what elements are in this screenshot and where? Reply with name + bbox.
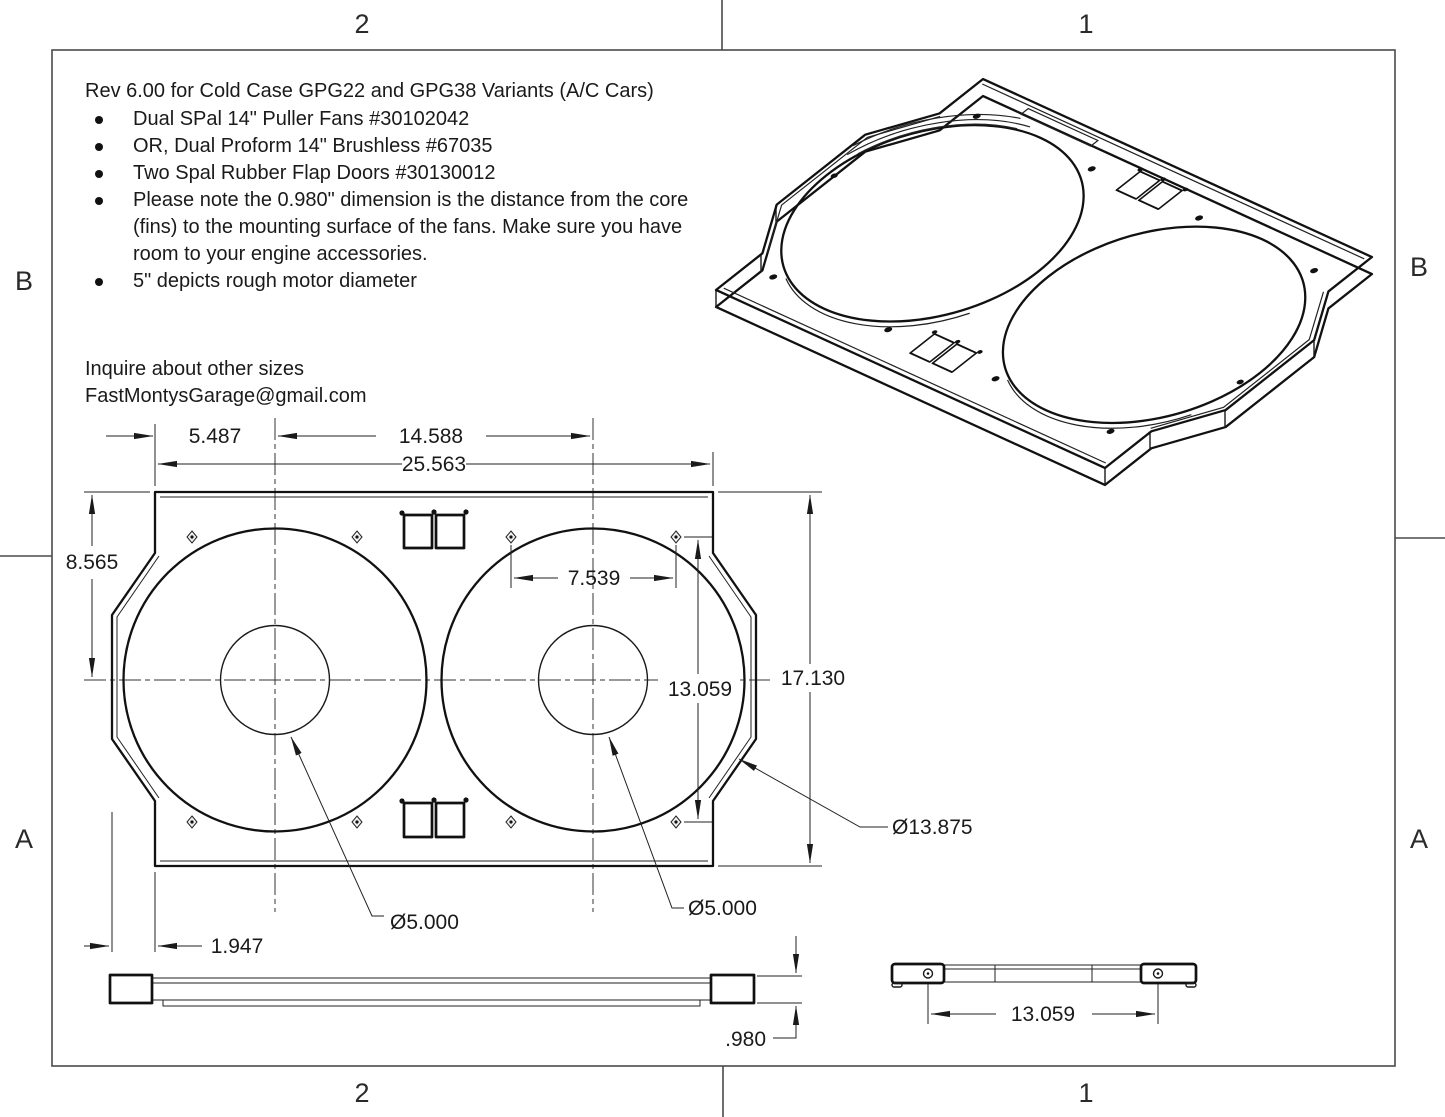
notes-bullet-list: Dual SPal 14" Puller Fans #30102042 OR, … [85, 106, 697, 295]
zone-label-top-2: 2 [354, 9, 369, 39]
bullet-text: Please note the 0.980" dimension is the … [133, 189, 689, 265]
bullet-icon [95, 278, 103, 286]
iso-mounting-holes [769, 113, 1319, 434]
zone-label-right-b: B [1410, 252, 1428, 282]
mounting-holes [186, 530, 682, 829]
dim-fan-opening-diameter: Ø13.875 [892, 816, 973, 839]
zone-label-top-1: 1 [1078, 9, 1093, 39]
dim-flange-depth: 1.947 [211, 935, 264, 958]
dim-hole-spacing-horizontal: 7.539 [568, 567, 621, 590]
bullet-icon [95, 197, 103, 205]
bottom-profile-view: 13.059 [890, 962, 1198, 1026]
zone-label-left-b: B [15, 266, 33, 296]
dim-shroud-thickness: .980 [725, 1028, 766, 1051]
contact-line: Inquire about other sizes [85, 358, 305, 380]
dim-overall-width: 25.563 [402, 453, 466, 476]
zone-label-left-a: A [15, 824, 33, 854]
contact-email: FastMontysGarage@gmail.com [85, 385, 367, 407]
zone-label-bottom-1: 1 [1078, 1078, 1093, 1108]
bullet-item: Two Spal Rubber Flap Doors #30130012 [85, 160, 697, 187]
contact-block: Inquire about other sizes FastMontysGara… [85, 356, 367, 410]
flap-door-openings [402, 513, 466, 839]
dim-top-to-center: 8.565 [66, 551, 119, 574]
fan-opening-right [440, 527, 746, 833]
dim-hole-spacing-vertical: 13.059 [668, 678, 732, 701]
bullet-item: Please note the 0.980" dimension is the … [85, 187, 697, 268]
dim-fan1-offset: 5.487 [189, 425, 242, 448]
bullet-icon [95, 143, 103, 151]
iso-thickness-edges [715, 205, 1315, 486]
bullet-icon [95, 116, 103, 124]
bullet-text: 5" depicts rough motor diameter [133, 270, 417, 292]
iso-flap-doors [909, 170, 1184, 373]
bullet-item: OR, Dual Proform 14" Brushless #67035 [85, 133, 697, 160]
bullet-text: OR, Dual Proform 14" Brushless #67035 [133, 135, 493, 157]
notes-block: Rev 6.00 for Cold Case GPG22 and GPG38 V… [85, 78, 697, 295]
bullet-text: Two Spal Rubber Flap Doors #30130012 [133, 162, 496, 184]
front-view: 5.487 14.588 25.563 8.565 7.539 13.059 1… [66, 418, 973, 958]
dim-fan-spacing: 14.588 [399, 425, 463, 448]
motor-circle-right [537, 624, 649, 736]
bullet-icon [95, 170, 103, 178]
dim-motor-diameter-right: Ø5.000 [688, 897, 757, 920]
iso-fan-opening-right [940, 191, 1368, 459]
iso-flap-slot [844, 71, 1098, 222]
dim-side-hole-spacing: 13.059 [1011, 1003, 1075, 1026]
bullet-item: 5" depicts rough motor diameter [85, 268, 697, 295]
zone-label-bottom-2: 2 [354, 1078, 369, 1108]
fan-opening-left [122, 527, 428, 833]
bullet-item: Dual SPal 14" Puller Fans #30102042 [85, 106, 697, 133]
dim-motor-diameter-left: Ø5.000 [390, 911, 459, 934]
dim-overall-height: 17.130 [781, 667, 845, 690]
bullet-text: Dual SPal 14" Puller Fans #30102042 [133, 108, 470, 130]
motor-circle-left [219, 624, 331, 736]
front-outline [110, 490, 758, 868]
isometric-view [686, 65, 1402, 486]
iso-fan-opening-left [719, 90, 1147, 358]
side-profile-view: .980 [108, 936, 802, 1051]
notes-heading: Rev 6.00 for Cold Case GPG22 and GPG38 V… [85, 80, 654, 102]
zone-label-right-a: A [1410, 824, 1428, 854]
